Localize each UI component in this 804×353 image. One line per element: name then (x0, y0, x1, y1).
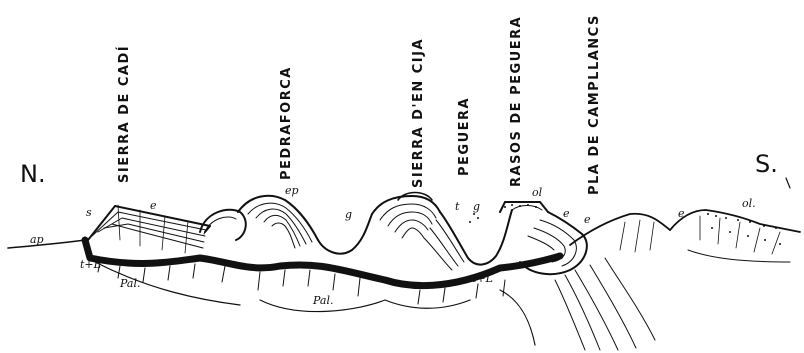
label-peguera: PEGUERA (457, 97, 472, 176)
unit-label: ap (30, 233, 44, 246)
unit-label: Pal. (312, 294, 333, 307)
unit-label: ol. (742, 197, 756, 210)
label-pedraforca: PEDRAFORCA (279, 66, 294, 180)
unit-label: g (473, 200, 480, 213)
unit-label: g (345, 208, 352, 221)
north-label: N. (20, 160, 46, 188)
section-drawing (8, 178, 800, 350)
unit-label: s (86, 206, 92, 219)
label-sierra-de-cadi: SIERRA DE CADÍ (116, 45, 132, 183)
unit-label: e (584, 213, 591, 226)
unit-label: t+L (80, 258, 101, 271)
unit-label: ep (285, 184, 299, 197)
unit-label: e (563, 207, 570, 220)
unit-label: ol (532, 186, 543, 199)
unit-label: e (678, 207, 685, 220)
unit-label: Pal. (119, 277, 140, 290)
unit-label: t+L (472, 272, 493, 285)
label-rasos-de-peguera: RASOS DE PEGUERA (509, 16, 524, 187)
unit-label: e (150, 199, 157, 212)
stipple-texture (469, 204, 781, 245)
unit-label: t (455, 200, 460, 213)
label-pla-de-campllancs: PLA DE CAMPLLANCS (587, 14, 602, 195)
south-label: S. (755, 150, 778, 178)
label-sierra-den-cija: SIERRA D'EN CIJA (411, 38, 426, 188)
